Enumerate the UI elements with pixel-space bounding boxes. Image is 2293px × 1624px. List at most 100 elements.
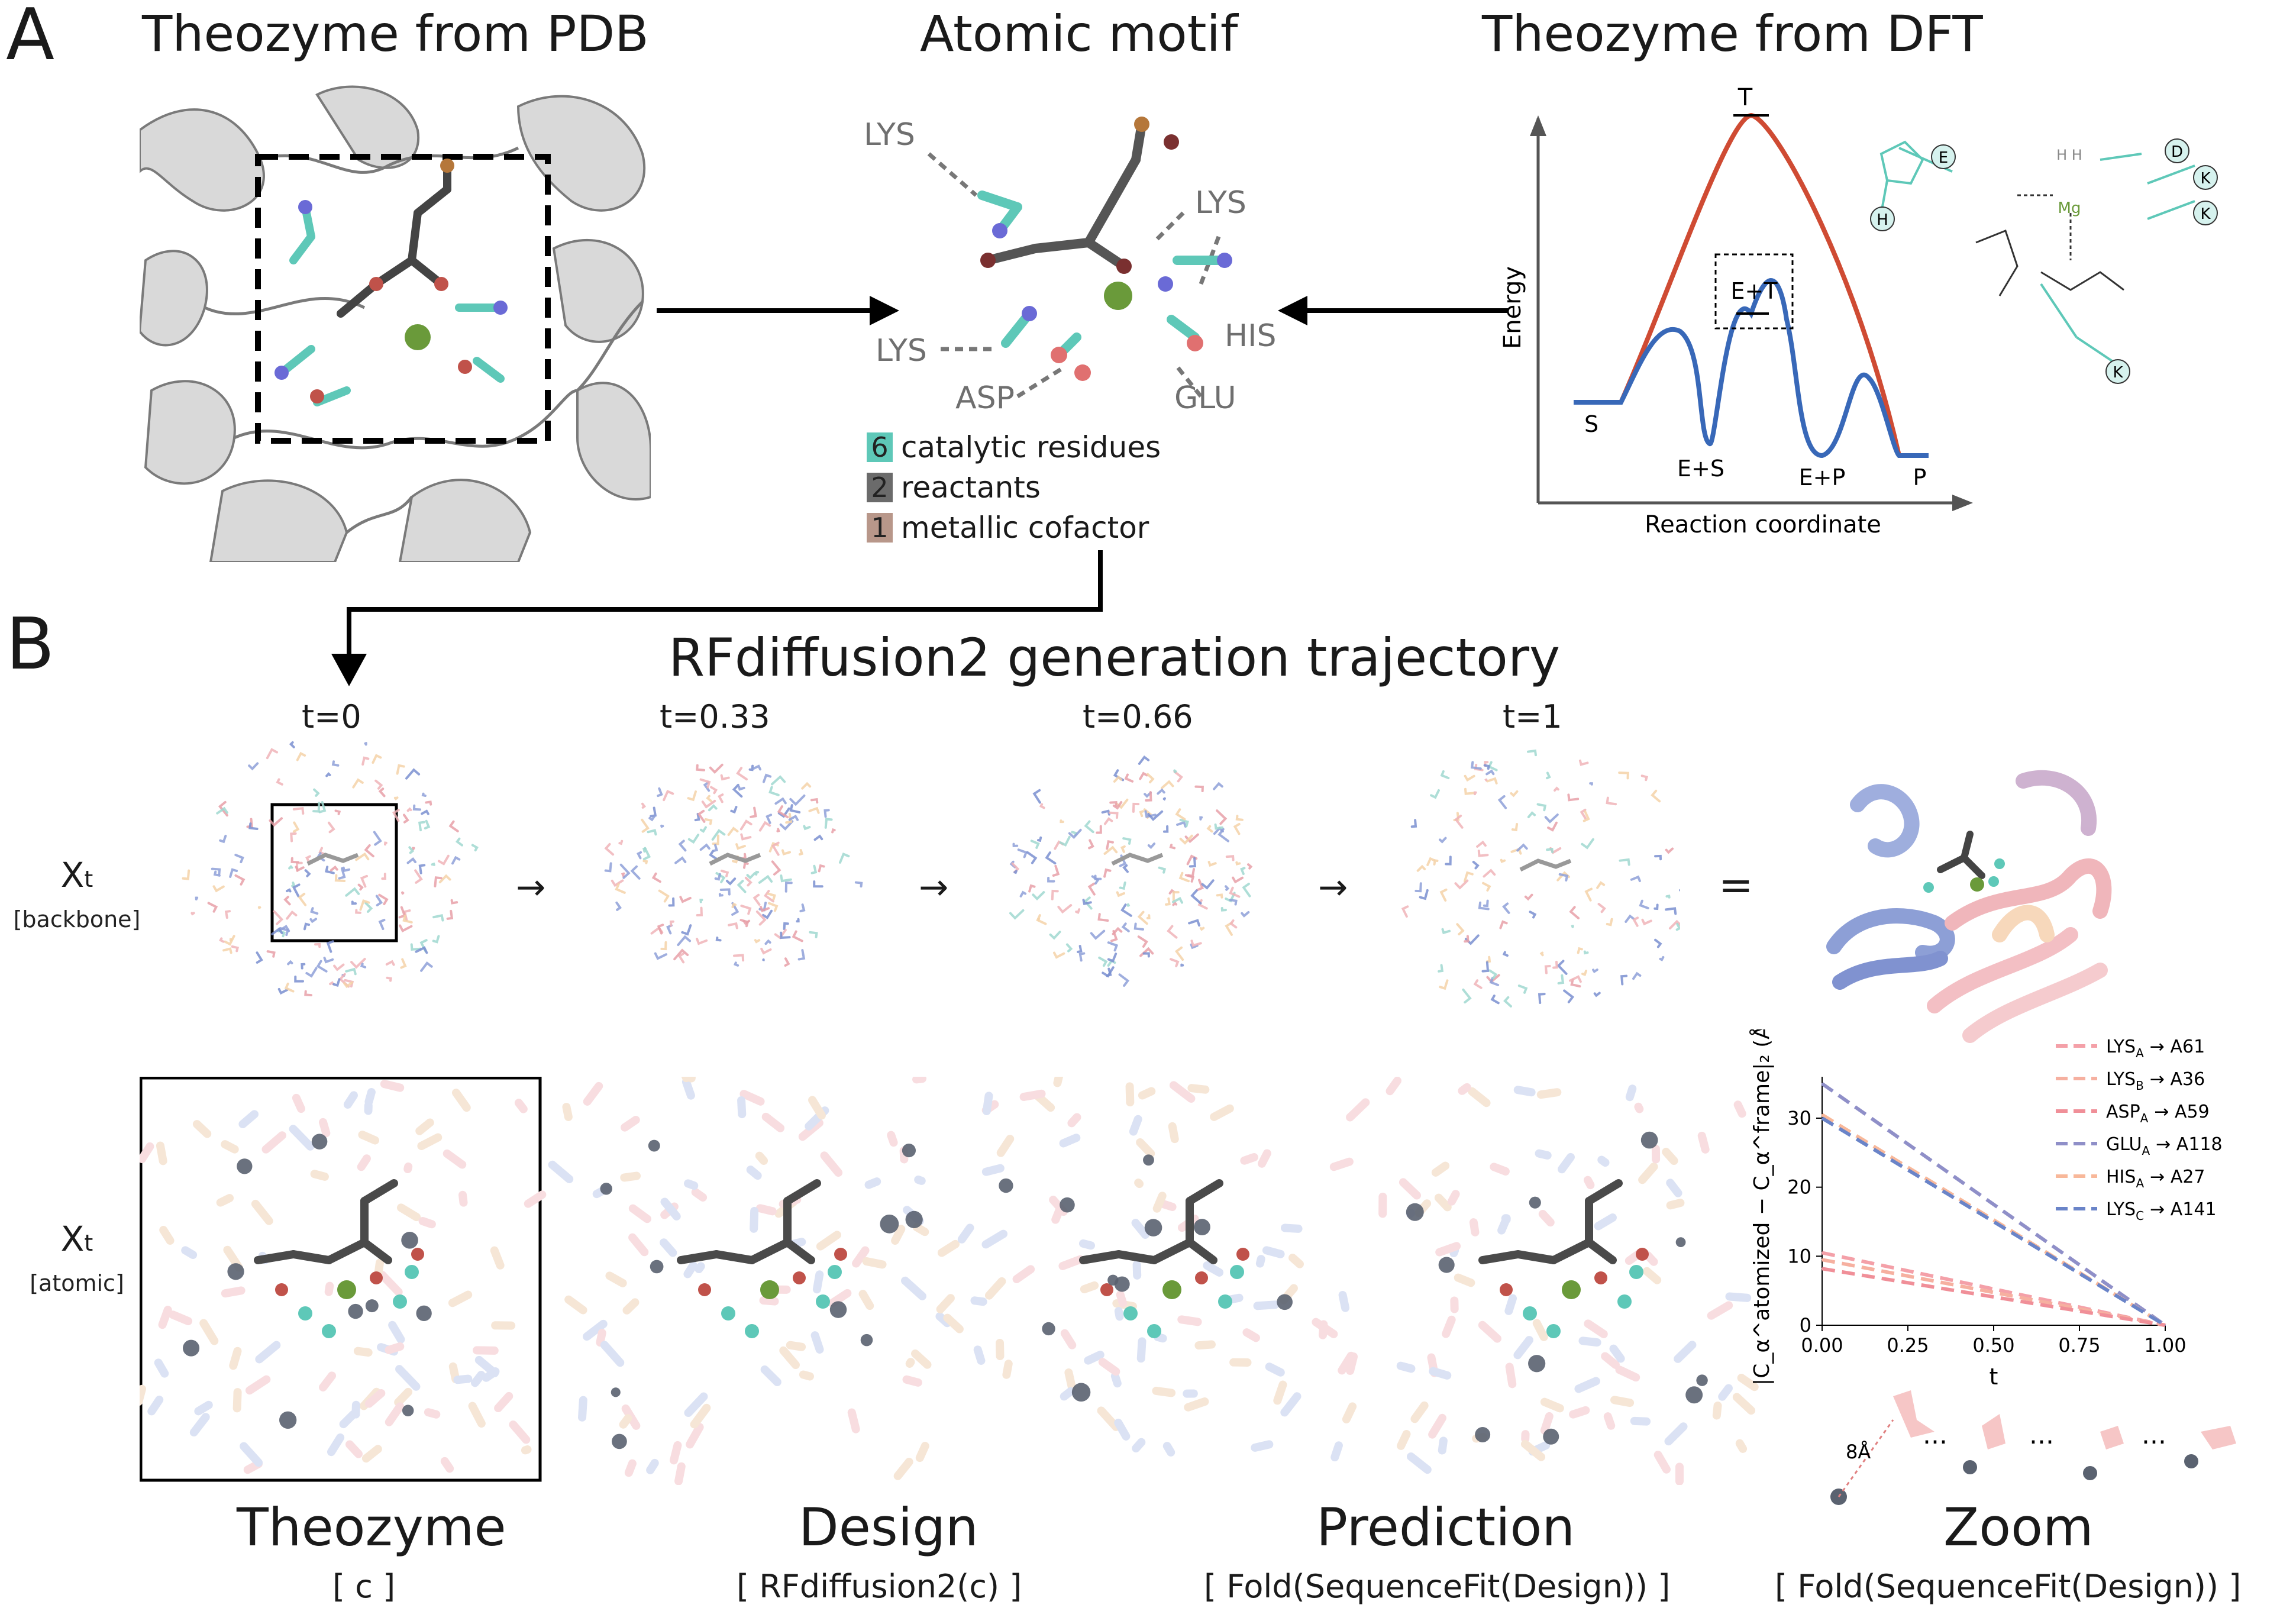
traj-arrow-3: → bbox=[1318, 867, 1348, 908]
chart-series-line bbox=[1821, 1116, 2166, 1327]
chart-ytick-label: 0 bbox=[1800, 1314, 1811, 1336]
row-label-backbone: Xt [backbone] bbox=[6, 855, 148, 935]
row-backbone-desc: [backbone] bbox=[13, 906, 141, 932]
legend-entry-sub: C bbox=[2136, 1209, 2144, 1223]
chart-point bbox=[1822, 1252, 1823, 1254]
mech-residue-K2: K bbox=[2200, 205, 2211, 223]
backbone-cloud-2 bbox=[1009, 755, 1253, 987]
chart-xtick-label: 0.00 bbox=[1801, 1334, 1843, 1357]
chart-series-line bbox=[1822, 1258, 2166, 1327]
timestep-0: t=0 bbox=[302, 698, 361, 735]
chart-xtick-label: 0.75 bbox=[2058, 1334, 2100, 1357]
energy-diagram: T E+T S E+S E+P P Reaction coordinate En… bbox=[1499, 84, 1973, 538]
residue-label-lys-1: LYS bbox=[864, 117, 915, 153]
state-E-T: E+T bbox=[1730, 278, 1778, 304]
panel-b-letter: B bbox=[6, 603, 55, 686]
chart-series-line bbox=[1822, 1267, 2166, 1327]
mech-residue-K3: K bbox=[2113, 364, 2123, 382]
energy-xlabel: Reaction coordinate bbox=[1645, 511, 1881, 538]
chart-point bbox=[1822, 1118, 1823, 1119]
legend-entry-sub: A bbox=[2142, 1144, 2150, 1158]
zoom-ellipsis-1: ... bbox=[1923, 1420, 1948, 1450]
chart-point bbox=[1822, 1268, 1823, 1270]
caption-prediction-sub: [ Fold(SequenceFit(Design)) ] bbox=[1204, 1568, 1671, 1605]
legend-entry-base: GLU bbox=[2106, 1134, 2142, 1155]
backbone-cloud-3 bbox=[1401, 749, 1680, 1008]
legend-entry-target: → A61 bbox=[2150, 1037, 2205, 1057]
chart-xtick-label: 1.00 bbox=[2144, 1334, 2186, 1357]
state-E-S: E+S bbox=[1677, 456, 1724, 482]
caption-prediction-title: Prediction bbox=[1316, 1497, 1575, 1558]
legend-entry-target: → A141 bbox=[2150, 1199, 2216, 1220]
chart-xtick-label: 0.50 bbox=[1972, 1334, 2014, 1357]
final-protein-image bbox=[1826, 770, 2112, 1043]
legend-entry-base: ASP bbox=[2106, 1102, 2140, 1122]
atomic-panel-2 bbox=[957, 1077, 1358, 1462]
row-label-atomic: Xt [atomic] bbox=[6, 1219, 148, 1299]
legend-entry-sub: B bbox=[2136, 1079, 2144, 1093]
dft-theozyme-title: Theozyme from DFT bbox=[1482, 5, 1983, 63]
atomic-motif-image: LYS LYS HIS LYS ASP GLU bbox=[864, 117, 1276, 416]
legend-entry-target: → A36 bbox=[2150, 1069, 2205, 1090]
legend-entry: ASPA→ A59 bbox=[2106, 1102, 2210, 1125]
motif-center-3 bbox=[1519, 858, 1572, 872]
motif-legend: 6 catalytic residues 2 reactants 1 metal… bbox=[867, 430, 1161, 551]
row-atomic-symbol: X bbox=[60, 1219, 85, 1259]
row-backbone-symbol: X bbox=[60, 855, 85, 895]
legend-entry: LYSA→ A61 bbox=[2106, 1037, 2205, 1060]
legend-label-reactants: reactants bbox=[901, 470, 1041, 505]
chart-ytick-label: 30 bbox=[1787, 1107, 1811, 1129]
chart-series-line bbox=[1821, 1082, 2166, 1327]
residue-label-glu: GLU bbox=[1174, 380, 1236, 416]
chart-ytick-label: 20 bbox=[1787, 1176, 1811, 1199]
legend-entry-target: → A118 bbox=[2156, 1134, 2222, 1155]
caption-theozyme-title: Theozyme bbox=[237, 1497, 506, 1558]
state-E-P: E+P bbox=[1799, 464, 1846, 490]
theozyme-zoom-frame bbox=[140, 1077, 542, 1482]
legend-label-cofactor: metallic cofactor bbox=[901, 511, 1149, 545]
chart-point bbox=[1822, 1083, 1823, 1084]
chart-xlabel: t bbox=[1990, 1364, 1998, 1390]
atomic-panel-0 bbox=[140, 1080, 547, 1474]
atomic-panels bbox=[140, 1077, 1759, 1485]
chart-point bbox=[1822, 1114, 1823, 1116]
residue-label-asp: ASP bbox=[955, 380, 1015, 416]
caption-design-sub: [ RFdiffusion2(c) ] bbox=[737, 1568, 1022, 1605]
legend-entry-sub: A bbox=[2136, 1046, 2144, 1060]
zoom-ellipsis-3: ... bbox=[2142, 1420, 2166, 1450]
panel-connector-arrow bbox=[331, 550, 1103, 686]
zoom-ellipsis-2: ... bbox=[2029, 1420, 2054, 1450]
backbone-clouds bbox=[182, 741, 1680, 1008]
legend-entry-base: HIS bbox=[2106, 1167, 2136, 1187]
state-S: S bbox=[1584, 411, 1598, 437]
legend-reactants: 2 reactants bbox=[867, 470, 1161, 505]
panel-a-arrows bbox=[657, 296, 1509, 325]
caption-zoom-title: Zoom bbox=[1943, 1497, 2094, 1558]
legend-count-catalytic: 6 bbox=[867, 432, 893, 462]
mechanism-scheme: H E D K K K Mg H H bbox=[1870, 138, 2218, 384]
row-atomic-sub: t bbox=[84, 1230, 93, 1256]
legend-entry: LYSC→ A141 bbox=[2106, 1199, 2217, 1223]
residue-label-his: HIS bbox=[1225, 318, 1276, 354]
chart-series-line bbox=[1821, 1113, 2166, 1327]
legend-catalytic-residues: 6 catalytic residues bbox=[867, 430, 1161, 464]
residue-label-lys-3: LYS bbox=[876, 333, 927, 369]
legend-entry-sub: A bbox=[2140, 1111, 2149, 1125]
legend-entry-base: LYS bbox=[2106, 1069, 2136, 1090]
atomic-panel-3 bbox=[1346, 1077, 1759, 1485]
traj-arrow-1: → bbox=[516, 867, 546, 908]
pdb-theozyme-title: Theozyme from PDB bbox=[142, 5, 649, 63]
zoom-box bbox=[270, 803, 398, 942]
timestep-033: t=0.33 bbox=[660, 698, 770, 735]
pdb-protein-image bbox=[140, 83, 651, 562]
atomic-motif-title: Atomic motif bbox=[920, 5, 1238, 63]
trajectory-title: RFdiffusion2 generation trajectory bbox=[668, 627, 1561, 688]
caption-design-title: Design bbox=[799, 1497, 978, 1558]
chart-xtick-label: 0.25 bbox=[1887, 1334, 1929, 1357]
state-T: T bbox=[1737, 84, 1753, 111]
timestep-066: t=0.66 bbox=[1083, 698, 1193, 735]
motif-center-1 bbox=[709, 853, 761, 866]
row-backbone-sub: t bbox=[84, 866, 93, 892]
panel-a-letter: A bbox=[6, 0, 55, 76]
residue-label-lys-2: LYS bbox=[1195, 185, 1246, 221]
